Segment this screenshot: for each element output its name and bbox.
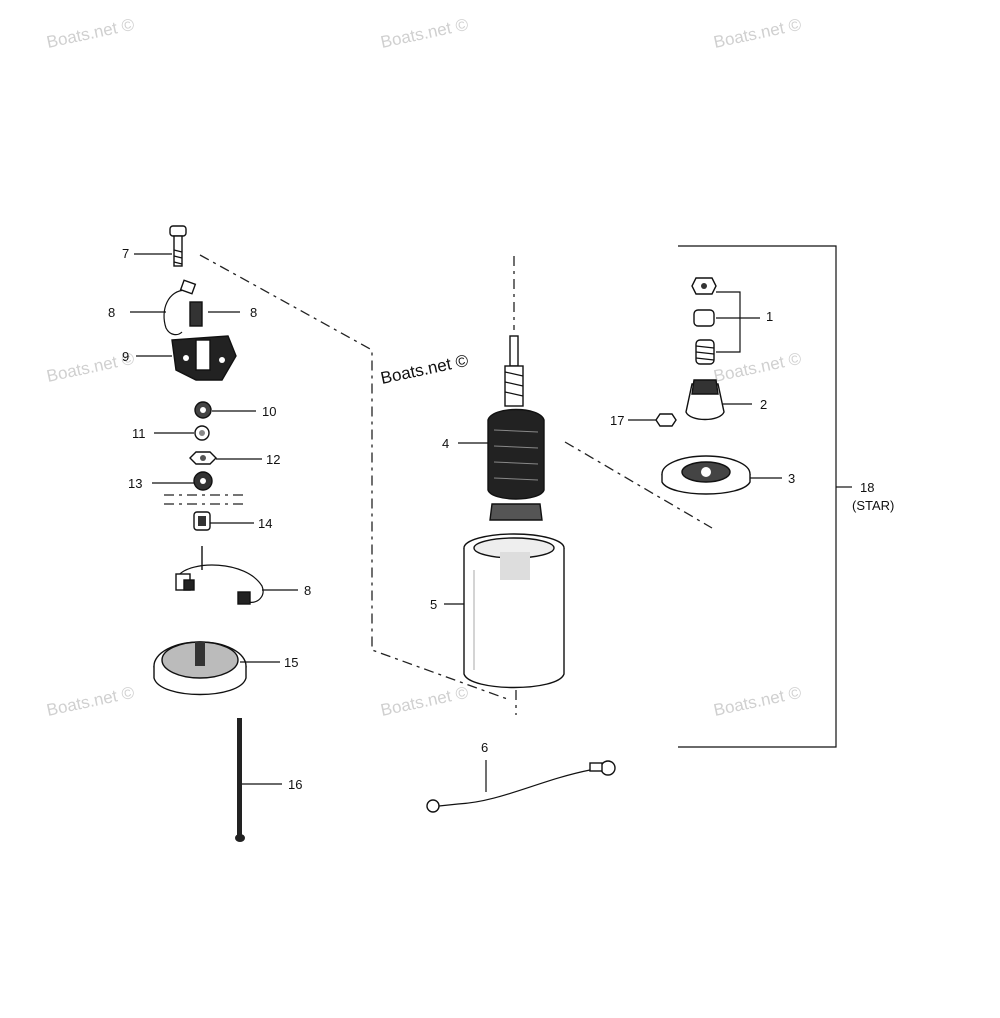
part-cable — [426, 760, 616, 813]
part-nut-17 — [655, 413, 677, 427]
callout-14: 14 — [258, 516, 272, 531]
callout-1: 1 — [766, 309, 773, 324]
separator-marks — [164, 494, 248, 505]
part-nut-13 — [193, 471, 213, 491]
callout-8-assembly: 8 — [304, 583, 311, 598]
part-bolt — [169, 225, 187, 267]
part-brush-holder — [171, 335, 237, 381]
callout-12: 12 — [266, 452, 280, 467]
watermark-top-left: Boats.net © — [45, 15, 137, 52]
assembly-line-right — [564, 441, 713, 529]
watermark-top-right: Boats.net © — [712, 15, 804, 52]
part-end-cap — [153, 641, 247, 696]
part-through-bolt — [235, 718, 245, 842]
part-pinion — [685, 379, 725, 421]
part-nut-12 — [189, 451, 217, 465]
callout-15: 15 — [284, 655, 298, 670]
part-brush-lead — [163, 279, 203, 336]
callout-8-lead: 8 — [108, 305, 115, 320]
watermark-top-center: Boats.net © — [379, 15, 471, 52]
callout-10: 10 — [262, 404, 276, 419]
callout-11: 11 — [132, 426, 146, 441]
callout-labels: 1 2 3 4 5 6 7 8 8 8 9 10 11 12 13 14 15 … — [108, 246, 894, 792]
part-drive-end-head — [661, 455, 751, 495]
part-spring-1 — [695, 339, 715, 365]
watermark-bottom-left: Boats.net © — [45, 683, 137, 720]
watermark-mid-right: Boats.net © — [712, 349, 804, 386]
part-brush-spring-assembly — [175, 546, 264, 605]
bracket-18 — [678, 245, 837, 748]
part-washer-11 — [194, 425, 210, 441]
callout-4: 4 — [442, 436, 449, 451]
callout-13: 13 — [128, 476, 142, 491]
callout-5: 5 — [430, 597, 437, 612]
leader-1 — [716, 291, 760, 353]
assembly-lines — [164, 254, 713, 715]
part-nut-10 — [194, 401, 212, 419]
callout-3: 3 — [788, 471, 795, 486]
callout-2: 2 — [760, 397, 767, 412]
part-armature — [487, 335, 545, 521]
assembly-line-left — [199, 254, 511, 701]
watermark-bottom-right: Boats.net © — [712, 683, 804, 720]
callout-18-note: (STAR) — [852, 498, 894, 513]
part-field-frame — [463, 533, 565, 689]
callout-7: 7 — [122, 246, 129, 261]
callout-18: 18 — [860, 480, 874, 495]
callout-17: 17 — [610, 413, 624, 428]
part-terminal-14 — [193, 511, 211, 531]
callout-9: 9 — [122, 349, 129, 364]
callout-8-spring: 8 — [250, 305, 257, 320]
part-nut-1 — [691, 277, 717, 295]
center-watermark: Boats.net © — [379, 351, 471, 388]
part-washer-1 — [693, 309, 715, 327]
callout-6: 6 — [481, 740, 488, 755]
callout-16: 16 — [288, 777, 302, 792]
watermark-bottom-center: Boats.net © — [379, 683, 471, 720]
